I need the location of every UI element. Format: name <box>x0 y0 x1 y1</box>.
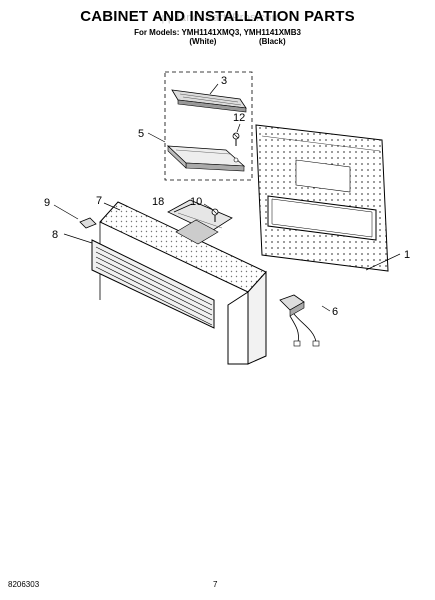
leader-lines <box>53 83 401 312</box>
screw-part-10 <box>211 208 219 222</box>
models-line: For Models: YMH1141XMQ3, YMH1141XMB3 <box>134 28 301 37</box>
callout-5: 5 <box>138 128 144 140</box>
page-title: CABINET AND INSTALLATION PARTS <box>80 8 355 25</box>
vent-grille-part-3 <box>171 89 247 113</box>
screw-part-12 <box>232 132 240 146</box>
color-line: (White) (Black) <box>0 37 435 46</box>
callout-3: 3 <box>221 75 227 87</box>
callout-10: 10 <box>190 196 202 208</box>
callout-1: 1 <box>404 249 410 261</box>
mounting-plate-part-1 <box>255 124 389 272</box>
clip-part-9 <box>79 217 97 229</box>
damper-bracket-part-5 <box>166 145 246 172</box>
callout-8: 8 <box>52 229 58 241</box>
inner-bracket-part-18 <box>167 199 233 245</box>
page-number: 7 <box>213 580 218 589</box>
doc-number: 8206303 <box>8 580 40 589</box>
callout-12: 12 <box>233 112 245 124</box>
color-black-label: (Black) <box>258 37 286 46</box>
damper-motor-part-6 <box>279 294 320 347</box>
watermark: AppliancePartsPros.com <box>153 12 282 24</box>
callout-18: 18 <box>152 196 164 208</box>
color-white-label: (White) <box>189 37 217 46</box>
dashed-group-box <box>164 71 253 181</box>
callout-6: 6 <box>332 306 338 318</box>
front-grille-part-8 <box>91 239 215 329</box>
callout-7: 7 <box>96 195 102 207</box>
callout-9: 9 <box>44 197 50 209</box>
